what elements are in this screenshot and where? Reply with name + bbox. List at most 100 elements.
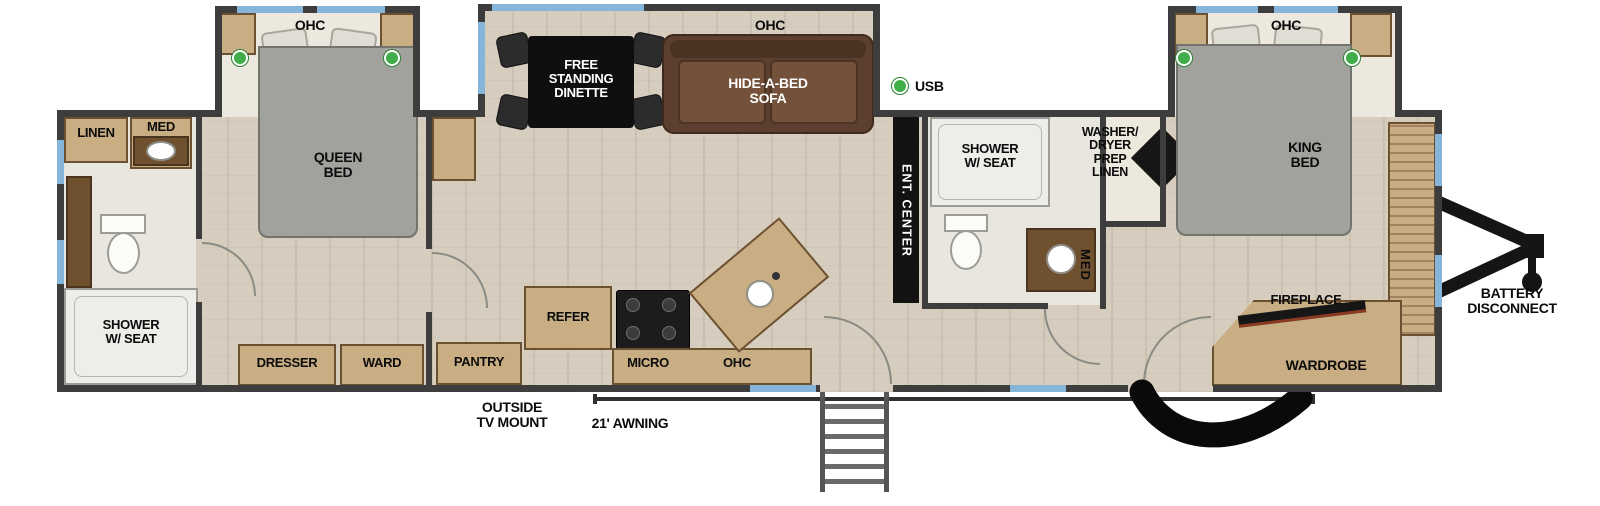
shower-pan	[938, 124, 1042, 200]
wall	[57, 385, 820, 392]
outside-tv-mount-label: OUTSIDE TV MOUNT	[476, 399, 548, 430]
window	[1435, 134, 1442, 186]
refer-label: REFER	[546, 309, 590, 324]
wall	[420, 110, 478, 117]
burner	[662, 298, 676, 312]
queen-bed-label: QUEEN BED	[313, 149, 363, 180]
wall	[1213, 385, 1442, 392]
front-ohc-label: OHC	[1270, 17, 1302, 33]
living-ohc-label: OHC	[754, 17, 786, 33]
linen-cabinet	[64, 117, 128, 163]
burner	[626, 326, 640, 340]
wall	[478, 4, 880, 11]
nightstand	[1350, 13, 1392, 57]
usb-indicator-icon	[384, 50, 400, 66]
step-rung	[825, 404, 884, 409]
wall	[57, 110, 215, 117]
bath-vanity	[66, 176, 92, 288]
window	[750, 385, 816, 392]
wall	[922, 117, 928, 309]
wall	[880, 110, 1168, 117]
window	[478, 22, 485, 94]
dinette-label: FREE STANDING DINETTE	[548, 57, 614, 100]
king-bed-label: KING BED	[1288, 139, 1322, 170]
ent-center-label: ENT. CENTER	[899, 163, 914, 257]
burner	[662, 326, 676, 340]
window	[237, 6, 303, 13]
wall	[1106, 221, 1166, 227]
wall	[1160, 117, 1166, 227]
awning-end	[593, 394, 597, 404]
window	[1274, 6, 1338, 13]
side-cabinet	[432, 117, 476, 181]
usb-indicator-icon	[1176, 50, 1192, 66]
med-label: MED	[147, 119, 175, 134]
kitchen-ohc-label: OHC	[723, 355, 751, 370]
sofa-cushion	[678, 60, 766, 124]
step-rung	[825, 434, 884, 439]
king-bed	[1176, 44, 1352, 236]
wall	[196, 302, 202, 385]
wall	[413, 6, 420, 117]
window	[1010, 385, 1066, 392]
window	[1196, 6, 1258, 13]
window	[1435, 255, 1442, 307]
wall	[426, 117, 432, 249]
kitchen-sink	[746, 280, 774, 308]
step-rung	[825, 479, 884, 484]
kitchen-lower-cabinets	[612, 348, 812, 385]
pantry-cabinet	[436, 342, 522, 385]
wall	[873, 4, 880, 117]
linen-label: LINEN	[77, 125, 115, 140]
dinette-table	[528, 36, 634, 128]
usb-indicator-icon	[232, 50, 248, 66]
wall	[1402, 110, 1442, 117]
toilet	[107, 232, 140, 274]
window	[317, 6, 385, 13]
entry-step	[1129, 379, 1313, 448]
step-rung	[825, 449, 884, 454]
ward-label: WARD	[362, 355, 402, 370]
wall	[1168, 6, 1175, 117]
awning-label: 21' AWNING	[591, 415, 669, 431]
bath-sink	[146, 141, 176, 161]
rear-ohc-label: OHC	[294, 17, 326, 33]
window	[492, 4, 644, 11]
micro-label: MICRO	[627, 355, 669, 370]
shower-pan	[74, 296, 188, 377]
window	[57, 140, 64, 184]
queen-bed	[258, 46, 418, 238]
wardrobe-label: WARDROBE	[1285, 357, 1367, 373]
rear-shower-label: SHOWER W/ SEAT	[102, 317, 160, 346]
battery-disconnect-label: BATTERY DISCONNECT	[1467, 285, 1557, 316]
wall	[1395, 6, 1402, 117]
dresser-label: DRESSER	[256, 355, 318, 370]
usb-indicator-icon	[1344, 50, 1360, 66]
mid-shower-label: SHOWER W/ SEAT	[961, 141, 1019, 170]
faucet	[772, 272, 780, 280]
burner	[626, 298, 640, 312]
usb-label: USB	[915, 78, 944, 94]
refrigerator	[524, 286, 612, 350]
window	[57, 240, 64, 284]
step-rung	[825, 419, 884, 424]
sofa-cushion	[770, 60, 858, 124]
ent-center	[893, 117, 919, 303]
washer-dryer-label: WASHER/ DRYER PREP LINEN	[1081, 125, 1139, 180]
awning-line	[595, 397, 1313, 401]
hitch	[1435, 196, 1544, 298]
sofa-label: HIDE-A-BED SOFA	[728, 75, 808, 106]
wall	[215, 6, 222, 117]
bath-sink	[1046, 244, 1076, 274]
nightstand	[220, 13, 256, 55]
usb-marker-icon	[892, 78, 908, 94]
wall	[196, 117, 202, 239]
wall	[922, 303, 1048, 309]
step-rail	[884, 392, 889, 492]
awning-end	[1311, 394, 1315, 404]
step-rail	[820, 392, 825, 492]
toilet	[950, 230, 982, 270]
stove	[616, 290, 690, 350]
sofa-back	[670, 40, 866, 58]
